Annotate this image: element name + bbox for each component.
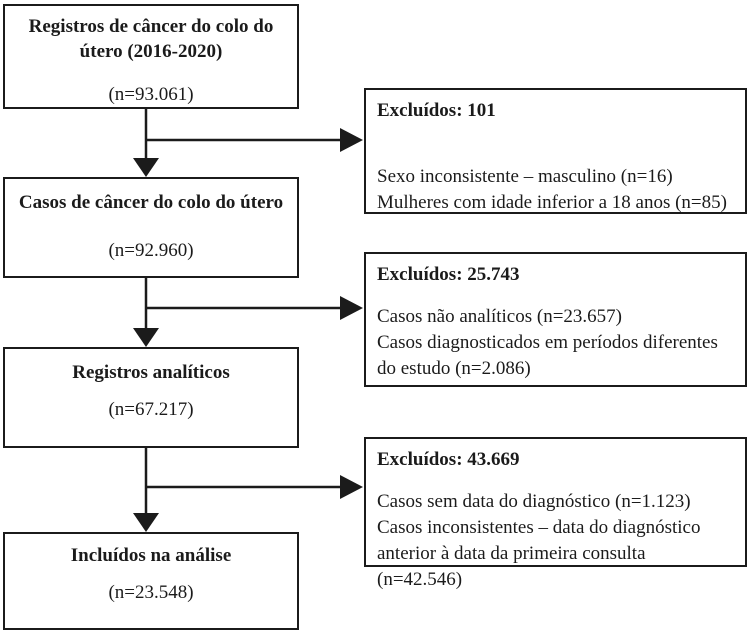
exclusion-item: Casos sem data do diagnóstico (n=1.123) [377, 491, 691, 512]
exclusion-items: Casos não analíticos (n=23.657) Casos di… [377, 304, 734, 382]
exclusion-item: Casos diagnosticados em períodos diferen… [377, 332, 718, 379]
flow-box-included: Incluídos na análise (n=23.548) [3, 532, 299, 630]
flow-box-count: (n=92.960) [108, 240, 194, 261]
exclusion-item: Casos inconsistentes – data do diagnósti… [377, 517, 701, 590]
exclusion-items: Casos sem data do diagnóstico (n=1.123) … [377, 489, 734, 593]
flow-box-registries: Registros de câncer do colo do útero (20… [3, 4, 299, 109]
arrow-down-3 [133, 448, 159, 532]
flow-box-analytic-records: Registros analíticos (n=67.217) [3, 347, 299, 448]
exclusion-box-3: Excluídos: 43.669 Casos sem data do diag… [364, 437, 747, 590]
exclusion-header: Excluídos: 101 [377, 100, 496, 121]
flow-box-cases: Casos de câncer do colo do útero (n=92.9… [3, 177, 299, 278]
exclusion-box-2: Excluídos: 25.743 Casos não analíticos (… [364, 252, 747, 387]
flow-box-count: (n=67.217) [108, 399, 194, 420]
flow-box-title: Registros de câncer do colo do útero (20… [28, 16, 274, 62]
arrow-down-1 [133, 109, 159, 177]
flow-box-title: Casos de câncer do colo do útero [18, 192, 284, 213]
arrow-right-1 [146, 128, 363, 152]
exclusion-header: Excluídos: 43.669 [377, 449, 520, 470]
flow-box-title: Registros analíticos [72, 362, 230, 383]
exclusion-item: Sexo inconsistente – masculino (n=16) [377, 166, 673, 187]
exclusion-box-1: Excluídos: 101 Sexo inconsistente – masc… [364, 88, 747, 214]
exclusion-item: Casos não analíticos (n=23.657) [377, 306, 623, 327]
exclusion-header: Excluídos: 25.743 [377, 264, 520, 285]
arrow-down-2 [133, 278, 159, 347]
exclusion-items: Sexo inconsistente – masculino (n=16) Mu… [377, 164, 734, 216]
arrow-right-2 [146, 296, 363, 320]
flow-box-count: (n=23.548) [108, 582, 194, 603]
flow-box-count: (n=93.061) [108, 84, 194, 105]
exclusion-item: Mulheres com idade inferior a 18 anos (n… [377, 192, 727, 213]
arrow-right-3 [146, 475, 363, 499]
flow-box-title: Incluídos na análise [70, 545, 232, 566]
